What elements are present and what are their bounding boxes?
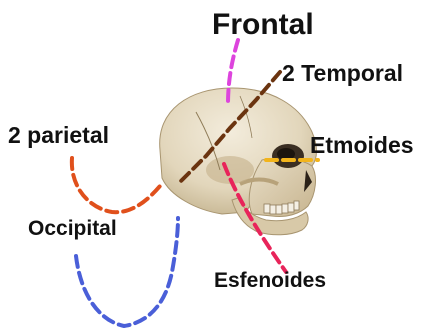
label-occipital: Occipital — [28, 218, 117, 239]
label-parietal: 2 parietal — [8, 124, 109, 147]
label-esfenoides: Esfenoides — [214, 270, 326, 291]
label-etmoides: Etmoides — [310, 134, 414, 157]
parietal-pointer-line — [72, 158, 160, 212]
label-temporal: 2 Temporal — [282, 62, 403, 85]
label-frontal: Frontal — [212, 10, 314, 40]
